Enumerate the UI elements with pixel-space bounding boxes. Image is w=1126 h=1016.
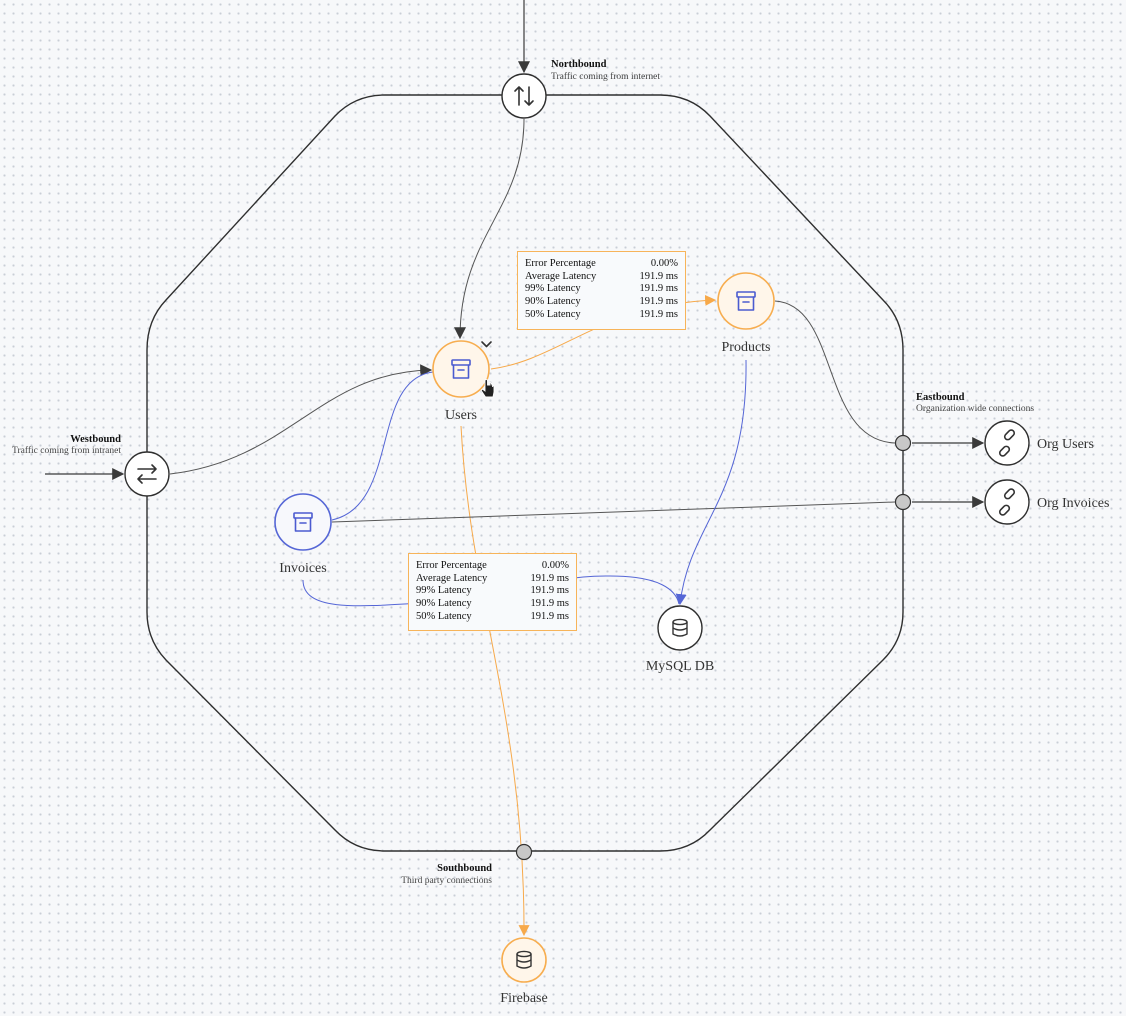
metric-value: 191.9 ms (639, 270, 678, 282)
arrows-up-down-icon (514, 86, 534, 106)
metric-label: 50% Latency (416, 610, 472, 622)
link-icon (998, 488, 1016, 516)
southbound-title: Southbound (437, 863, 492, 874)
invoices-node[interactable] (274, 493, 332, 551)
metric-label: 90% Latency (525, 296, 581, 308)
edge-users-firebase (460, 425, 530, 937)
products-node[interactable] (717, 272, 775, 330)
westbound-subtitle: Traffic coming from intranet (12, 445, 121, 456)
metric-value: 191.9 ms (639, 283, 678, 295)
edge-invoices-eastbound (331, 501, 896, 523)
metric-value: 191.9 ms (530, 585, 569, 597)
mysql-label: MySQL DB (646, 659, 714, 674)
metric-label: 50% Latency (525, 308, 581, 320)
edge-invoices-users (331, 371, 434, 521)
metric-value: 191.9 ms (530, 572, 569, 584)
northbound-subtitle: Traffic coming from internet (551, 71, 660, 82)
metrics-users-firebase: Error Percentage 0.00% Average Latency 191… (408, 553, 577, 631)
metric-row: 99% Latency 191.9 ms (416, 585, 569, 598)
edge-products-eastbound (774, 300, 896, 444)
org-invoices-label: Org Invoices (1037, 496, 1109, 511)
archive-icon (451, 359, 471, 379)
metric-label: Error Percentage (525, 258, 596, 269)
archive-icon (736, 291, 756, 311)
metric-row: 99% Latency 191.9 ms (525, 283, 678, 296)
arrows-left-right-icon (137, 464, 157, 484)
hand-cursor-icon (480, 378, 495, 398)
metric-value: 191.9 ms (639, 296, 678, 308)
metric-row: 90% Latency 191.9 ms (525, 296, 678, 309)
southbound-port[interactable] (515, 843, 533, 861)
northbound-node[interactable] (501, 73, 547, 119)
metric-value: 191.9 ms (639, 308, 678, 320)
metric-label: Average Latency (416, 572, 488, 584)
metric-value: 191.9 ms (530, 610, 569, 622)
metric-label: 99% Latency (525, 283, 581, 295)
eastbound-title: Eastbound (916, 392, 965, 403)
firebase-label: Firebase (500, 991, 547, 1006)
users-node[interactable] (432, 340, 490, 398)
metric-label: 99% Latency (416, 585, 472, 597)
metric-row: Average Latency 191.9 ms (525, 271, 678, 284)
eastbound-port-2[interactable] (894, 493, 912, 511)
metric-label: 90% Latency (416, 598, 472, 610)
eastbound-port-1[interactable] (894, 434, 912, 452)
mysql-node[interactable] (657, 605, 703, 651)
database-icon (672, 618, 688, 637)
westbound-title: Westbound (70, 434, 121, 445)
products-label: Products (722, 340, 771, 355)
edge-north-users (454, 118, 525, 340)
westbound-node[interactable] (124, 451, 170, 497)
metric-label: Average Latency (525, 270, 597, 282)
link-icon (998, 429, 1016, 457)
metrics-users-products: Error Percentage 0.00% Average Latency 191… (517, 251, 686, 330)
edge-products-mysql (675, 359, 747, 606)
metric-row: Error Percentage 0.00% (416, 560, 569, 573)
metric-row: 90% Latency 191.9 ms (416, 598, 569, 611)
chevron-down-icon[interactable] (481, 341, 492, 348)
metric-value: 0.00% (541, 560, 569, 571)
metric-row: 50% Latency 191.9 ms (525, 309, 678, 322)
edges (45, 0, 985, 937)
archive-icon (293, 512, 313, 532)
eastbound-subtitle: Organization wide connections (916, 404, 1034, 414)
metric-row: Average Latency 191.9 ms (416, 573, 569, 586)
firebase-node[interactable] (501, 937, 547, 983)
northbound-title: Northbound (551, 59, 607, 70)
metric-value: 191.9 ms (530, 598, 569, 610)
metric-row: 50% Latency 191.9 ms (416, 611, 569, 624)
users-label: Users (445, 408, 477, 423)
invoices-label: Invoices (279, 561, 326, 576)
metric-label: Error Percentage (416, 560, 487, 571)
database-icon (516, 950, 532, 969)
cluster-boundary (146, 94, 904, 852)
metric-row: Error Percentage 0.00% (525, 258, 678, 271)
southbound-subtitle: Third party connections (401, 876, 492, 886)
metric-value: 0.00% (650, 258, 678, 269)
edge-west-users (169, 364, 433, 475)
org-users-node[interactable] (984, 420, 1030, 466)
org-invoices-node[interactable] (984, 479, 1030, 525)
org-users-label: Org Users (1037, 437, 1094, 452)
